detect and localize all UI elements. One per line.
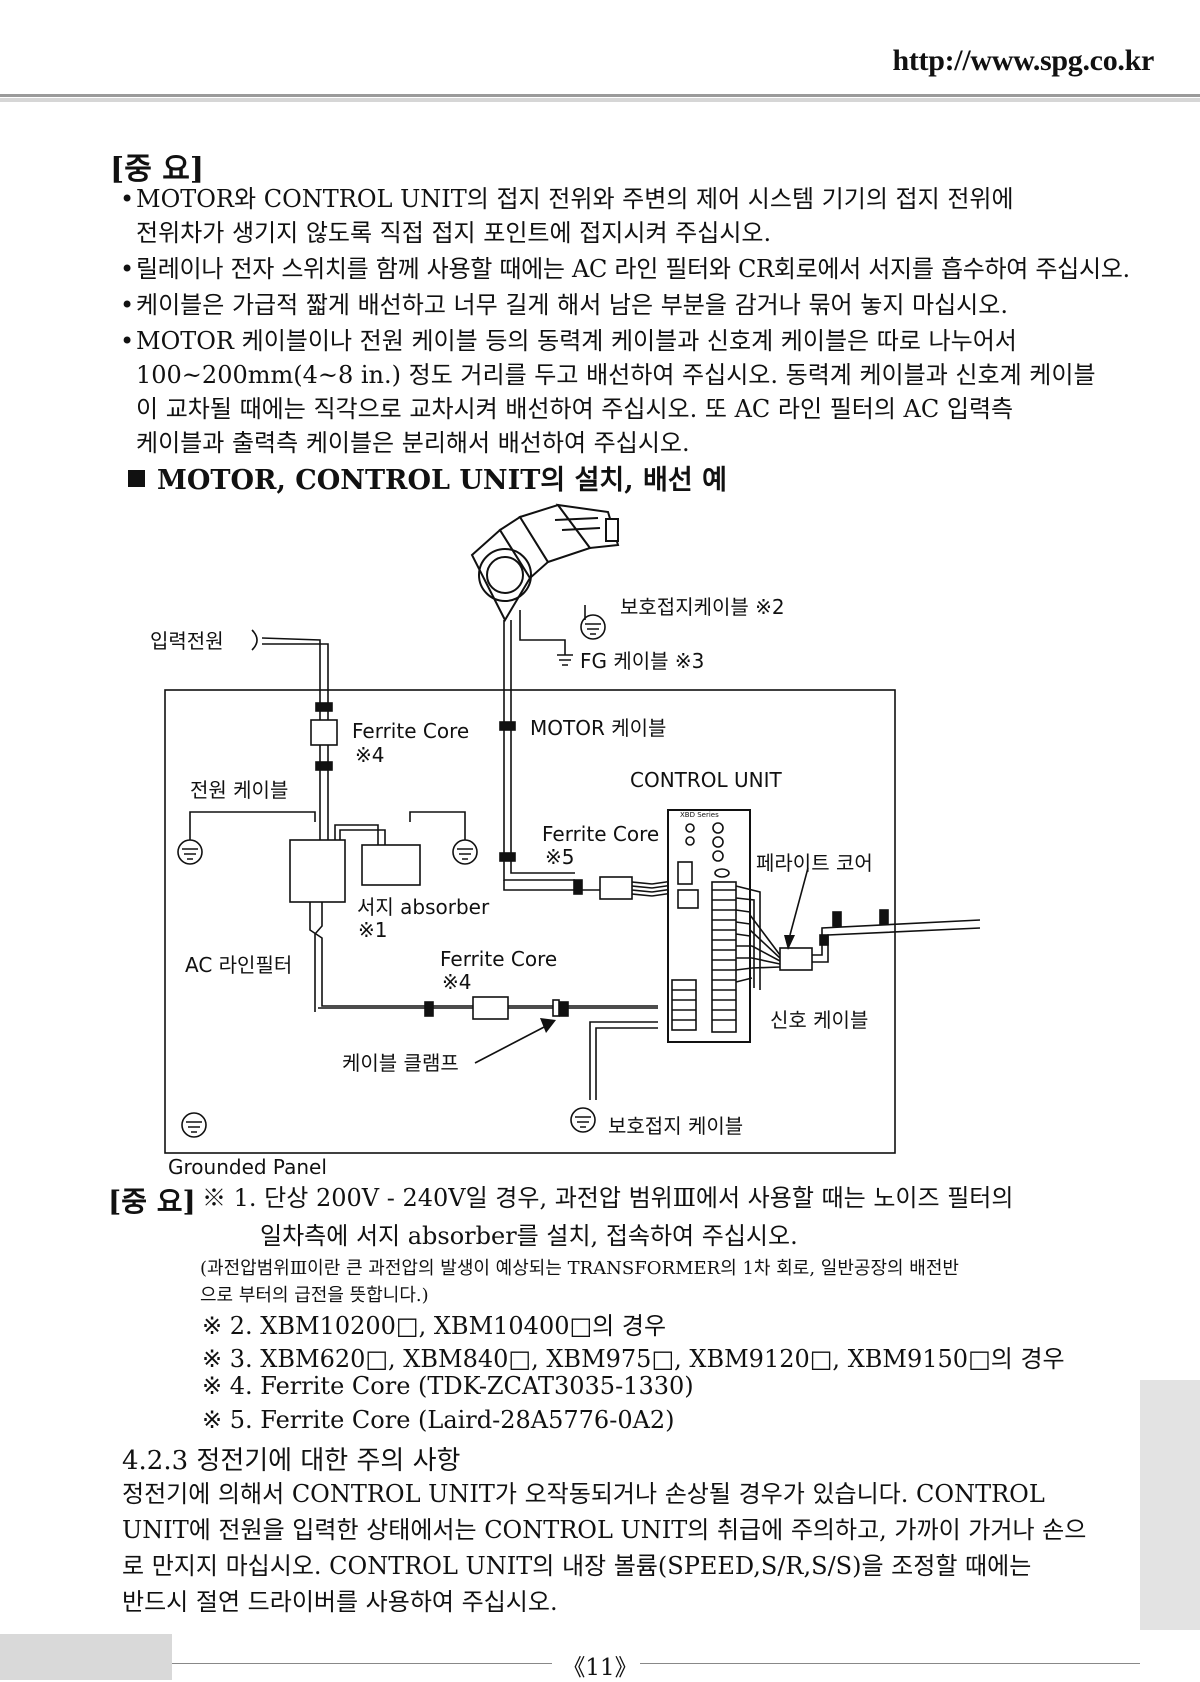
- notes-heading: [중 요]: [108, 1185, 196, 1218]
- label-grounded-panel: Grounded Panel: [168, 1155, 327, 1179]
- note-1-detail: (과전압범위Ⅲ이란 큰 과전압의 발생이 예상되는 TRANSFORMER의 1…: [200, 1255, 959, 1309]
- note-1-detail-line: 으로 부터의 급전을 뜻합니다.): [200, 1285, 429, 1306]
- section-title: MOTOR, CONTROL UNIT의 설치, 배선 예: [128, 458, 727, 497]
- side-tab: [1140, 1380, 1200, 1630]
- body-line: 반드시 절연 드라이버를 사용하여 주십시오.: [122, 1588, 558, 1616]
- note-4: ※ 4. Ferrite Core (TDK-ZCAT3035-1330): [202, 1372, 694, 1400]
- bullet-line: 케이블은 가급적 짧게 배선하고 너무 길게 해서 남은 부분을 감거나 묶어 …: [136, 291, 1008, 319]
- bullet-line: MOTOR와 CONTROL UNIT의 접지 전위와 주변의 제어 시스템 기…: [136, 185, 1014, 213]
- square-bullet-icon: [128, 470, 145, 487]
- ground-symbol: [452, 839, 478, 865]
- label-power-input: 입력전원: [150, 629, 224, 653]
- label-cable-clamp: 케이블 클램프: [342, 1051, 459, 1075]
- ac-line-filter: [289, 839, 346, 903]
- wiring-diagram: 보호접지케이블 ※2 FG 케이블 ※3 입력전원 Ferrite Core ※…: [150, 503, 981, 1179]
- ferrite-core-output: [472, 996, 509, 1020]
- label-ferrite-core-output: Ferrite Core: [440, 947, 557, 971]
- motor: [470, 503, 620, 623]
- bullet-line: 이 교차될 때에는 직각으로 교차시켜 배선하여 주십시오. 또 AC 라인 필…: [136, 395, 1014, 423]
- important-bullets: MOTOR와 CONTROL UNIT의 접지 전위와 주변의 제어 시스템 기…: [120, 182, 1160, 460]
- terminal-block: [672, 889, 736, 1021]
- page-number: 《11》: [562, 1655, 638, 1681]
- section-title-text: MOTOR, CONTROL UNIT의 설치, 배선 예: [157, 465, 727, 496]
- label-note-4a: ※4: [355, 743, 384, 767]
- label-power-cable: 전원 케이블: [190, 778, 288, 802]
- label-protective-ground: 보호접지 케이블: [608, 1114, 743, 1138]
- label-signal-cable: 신호 케이블: [770, 1008, 868, 1032]
- label-xbd-series: XBD Series: [680, 811, 719, 819]
- bullet-line: 케이블과 출력측 케이블은 분리해서 배선하여 주십시오.: [136, 429, 690, 457]
- note-3: ※ 3. XBM620□, XBM840□, XBM975□, XBM9120□…: [202, 1345, 1065, 1373]
- bullet-item: MOTOR와 CONTROL UNIT의 접지 전위와 주변의 제어 시스템 기…: [120, 182, 1160, 250]
- ferrite-core-motor: [599, 876, 633, 900]
- bullet-item: 릴레이나 전자 스위치를 함께 사용할 때에는 AC 라인 필터와 CR회로에서…: [120, 252, 1160, 286]
- label-ferrite-core-input: Ferrite Core: [352, 719, 469, 743]
- label-note-4b: ※4: [442, 970, 471, 994]
- note-5: ※ 5. Ferrite Core (Laird-28A5776-0A2): [202, 1406, 675, 1434]
- header-rule-shadow: [0, 98, 1200, 102]
- note-2: ※ 2. XBM10200□, XBM10400□의 경우: [202, 1312, 667, 1340]
- label-ferrite-core-kr: 페라이트 코어: [756, 851, 873, 875]
- ground-symbol: [177, 839, 203, 865]
- body-line: 정전기에 의해서 CONTROL UNIT가 오작동되거나 손상될 경우가 있습…: [122, 1480, 1045, 1508]
- header-url: http://www.spg.co.kr: [892, 44, 1154, 77]
- label-motor-cable: MOTOR 케이블: [530, 716, 666, 740]
- static-section-title: 4.2.3 정전기에 대한 주의 사항: [122, 1446, 461, 1476]
- bullet-item: MOTOR 케이블이나 전원 케이블 등의 동력계 케이블과 신호계 케이블은 …: [120, 324, 1160, 460]
- ground-symbol: [580, 614, 606, 640]
- footer-tab: [0, 1634, 172, 1680]
- ferrite-core-input: [310, 719, 338, 746]
- note-1: ※ 1. 단상 200V - 240V일 경우, 과전압 범위Ⅲ에서 사용할 때…: [202, 1184, 1014, 1212]
- control-unit: [667, 809, 751, 1043]
- label-ferrite-core-motor: Ferrite Core: [542, 822, 659, 846]
- label-note-1: ※1: [358, 918, 387, 942]
- surge-absorber: [361, 844, 421, 886]
- label-note-5: ※5: [545, 845, 574, 869]
- ground-symbol: [181, 1112, 207, 1138]
- ground-symbol: [570, 1107, 596, 1133]
- label-ac-line-filter: AC 라인필터: [185, 953, 292, 977]
- footer-rule-left: [172, 1663, 552, 1664]
- bullet-line: 100~200mm(4~8 in.) 정도 거리를 두고 배선하여 주십시오. …: [136, 361, 1096, 389]
- label-surge-absorber: 서지 absorber: [357, 895, 490, 919]
- label-protective-ground-2: 보호접지케이블 ※2: [620, 595, 785, 619]
- header-rule: [0, 94, 1200, 97]
- bullet-line: 전위차가 생기지 않도록 직접 접지 포인트에 접지시켜 주십시오.: [136, 219, 772, 247]
- bullet-line: MOTOR 케이블이나 전원 케이블 등의 동력계 케이블과 신호계 케이블은 …: [136, 327, 1017, 355]
- grounded-panel: [164, 689, 896, 1154]
- footer-rule-right: [640, 1663, 1140, 1664]
- static-section-body: 정전기에 의해서 CONTROL UNIT가 오작동되거나 손상될 경우가 있습…: [122, 1476, 1132, 1620]
- label-control-unit: CONTROL UNIT: [630, 768, 783, 792]
- ferrite-core-signal: [779, 947, 813, 971]
- note-1-continued: 일차측에 서지 absorber를 설치, 접속하여 주십시오.: [260, 1222, 798, 1250]
- bullet-line: 릴레이나 전자 스위치를 함께 사용할 때에는 AC 라인 필터와 CR회로에서…: [136, 255, 1130, 283]
- bullet-item: 케이블은 가급적 짧게 배선하고 너무 길게 해서 남은 부분을 감거나 묶어 …: [120, 288, 1160, 322]
- body-line: 로 만지지 마십시오. CONTROL UNIT의 내장 볼륨(SPEED,S/…: [122, 1552, 1032, 1580]
- label-fg-cable: FG 케이블 ※3: [580, 649, 704, 673]
- note-1-detail-line: (과전압범위Ⅲ이란 큰 과전압의 발생이 예상되는 TRANSFORMER의 1…: [200, 1258, 959, 1279]
- body-line: UNIT에 전원을 입력한 상태에서는 CONTROL UNIT의 취급에 주의…: [122, 1516, 1087, 1544]
